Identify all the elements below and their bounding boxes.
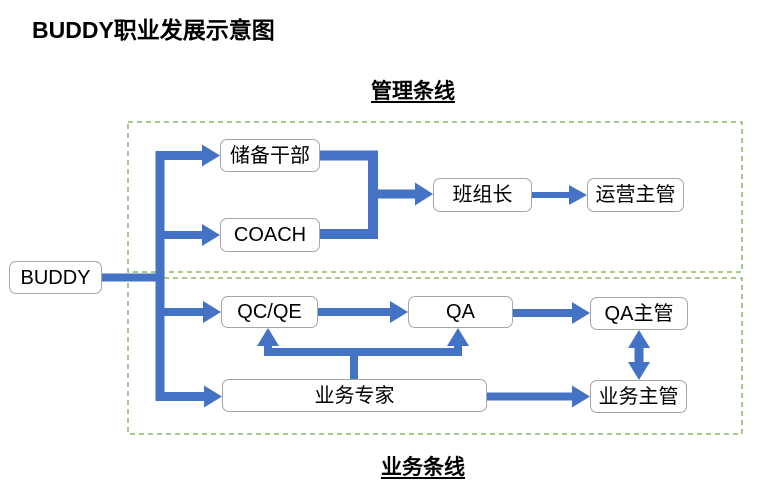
arrowhead-to-business-expert [204,385,222,408]
arrowhead-to-qa [390,301,408,323]
connector-qa-supervisor-business-supervisor-biarrow [628,330,650,380]
arrowhead-to-qa-supervisor [572,302,590,324]
arrowhead-up-to-qcqe [257,328,279,346]
node-qa: QA [408,296,513,328]
connector-merge-to-team-leader [318,150,433,239]
arrowhead-up-to-qa-supervisor [628,330,650,348]
arrowhead-to-business-supervisor [572,385,590,408]
node-operations-supervisor: 运营主管 [587,178,684,212]
arrowhead-to-qcqe [203,301,221,323]
arrowhead-to-reserve-cadre [202,144,220,167]
connector-trunk [155,144,222,408]
page-title: BUDDY职业发展示意图 [32,17,275,43]
connector-qa-to-qa-supervisor [513,302,590,324]
arrowhead-down-to-business-supervisor [628,362,650,380]
connector-trunk-to-qcqe [160,301,221,323]
node-qc-qe: QC/QE [221,296,318,328]
arrowhead-to-team-leader [415,182,433,206]
business-section-label: 业务条线 [381,456,465,479]
arrowhead-up-to-qa [447,328,469,346]
node-team-leader: 班组长 [433,178,532,212]
connector-trunk-to-coach [160,224,220,246]
node-reserve-cadre: 储备干部 [220,139,320,172]
business-section-border [127,277,743,435]
connector-qcqe-to-qa [318,301,408,323]
management-section-border [127,121,743,273]
connector-expert-to-business-supervisor [487,385,590,408]
node-business-supervisor: 业务主管 [590,380,687,413]
node-buddy: BUDDY [9,261,102,294]
connector-expert-fork-up [257,328,469,379]
node-qa-supervisor: QA主管 [590,297,688,330]
node-coach: COACH [220,218,320,252]
connector-team-leader-to-operations-supervisor [532,185,587,205]
arrowhead-to-coach [202,224,220,246]
management-section-label: 管理条线 [371,80,455,103]
node-business-expert: 业务专家 [222,379,487,412]
arrowhead-to-operations-supervisor [569,185,587,205]
